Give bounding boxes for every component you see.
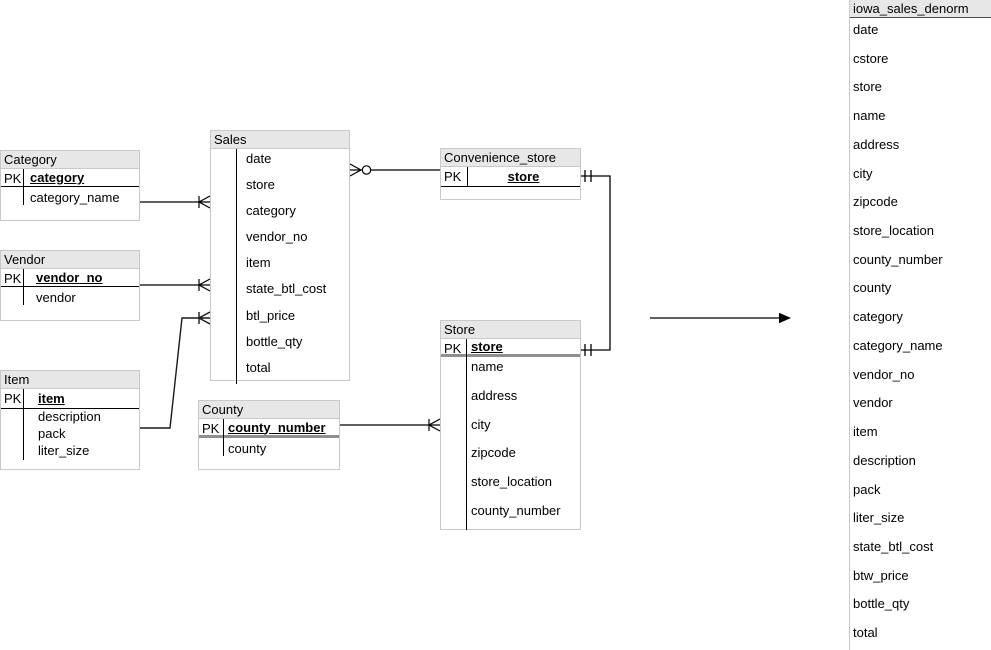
item-field-description: description	[38, 409, 101, 424]
category-field-category-name: category_name	[30, 190, 120, 205]
table-store-title: Store	[441, 321, 580, 339]
pk-label: PK	[444, 169, 462, 184]
sales-field-category: category	[246, 203, 296, 219]
sales-field-vendor-no: vendor_no	[246, 229, 308, 245]
sales-field-date: date	[246, 151, 272, 166]
pk-column-divider	[467, 167, 468, 187]
pk-row: item	[1, 389, 139, 409]
pk-row: vendor_no	[1, 269, 139, 287]
pk-row: store	[441, 167, 580, 187]
denorm-arrow	[650, 312, 791, 324]
sales-field-total: total	[246, 359, 271, 375]
rel-convenience-store-store	[581, 170, 611, 356]
rel-vendor-sales	[140, 278, 211, 292]
pk-column-divider	[223, 419, 224, 456]
table-county-title: County	[199, 401, 339, 419]
table-item[interactable]: Item PK item description pack liter_size	[0, 370, 140, 470]
table-convenience-store-title: Convenience_store	[441, 149, 580, 167]
denorm-field-description: description	[853, 452, 916, 468]
denorm-field-name: name	[853, 108, 886, 124]
table-item-title: Item	[1, 371, 139, 389]
item-field-liter-size: liter_size	[38, 443, 90, 458]
store-field-county-number: county_number	[471, 502, 561, 518]
pk-row: category	[1, 169, 139, 187]
denorm-field-store-location: store_location	[853, 223, 934, 239]
sales-field-store: store	[246, 177, 275, 193]
pk-row: county_number	[199, 419, 339, 438]
pk-column-divider	[236, 149, 237, 384]
denorm-field-vendor-no: vendor_no	[853, 366, 915, 382]
county-field-county: county	[228, 441, 267, 456]
rel-sales-convenience-store	[349, 163, 440, 177]
pk-label: PK	[444, 341, 462, 356]
denorm-field-city: city	[853, 165, 873, 181]
vendor-field-vendor: vendor	[36, 290, 76, 305]
convenience-store-pk-store: store	[507, 169, 540, 184]
denorm-field-bottle-qty: bottle_qty	[853, 596, 910, 612]
sales-field-item: item	[246, 255, 271, 271]
denorm-field-list[interactable]: iowa_sales_denorm date cstore store name…	[849, 0, 991, 650]
table-category-body: PK category category_name	[1, 169, 139, 205]
county-pk-county-number: county_number	[228, 419, 326, 435]
denorm-field-zipcode: zipcode	[853, 194, 898, 210]
sales-field-bottle-qty: bottle_qty	[246, 333, 303, 349]
denorm-title: iowa_sales_denorm	[850, 0, 991, 18]
pk-label: PK	[4, 171, 22, 186]
table-convenience-store-body: PK store	[441, 167, 580, 187]
denorm-field-store: store	[853, 79, 882, 95]
denorm-field-liter-size: liter_size	[853, 510, 905, 526]
table-vendor[interactable]: Vendor PK vendor_no vendor	[0, 250, 140, 321]
store-field-city: city	[471, 416, 491, 432]
rel-category-sales	[140, 195, 211, 209]
pk-label: PK	[202, 421, 220, 436]
denorm-field-pack: pack	[853, 481, 881, 497]
table-item-body: PK item description pack liter_size	[1, 389, 139, 460]
denorm-field-vendor: vendor	[853, 395, 893, 411]
table-sales[interactable]: Sales date store category vendor_no item…	[210, 130, 350, 384]
table-vendor-body: PK vendor_no vendor	[1, 269, 139, 305]
store-field-name: name	[471, 359, 504, 374]
store-field-address: address	[471, 387, 518, 403]
store-pk-store: store	[471, 339, 503, 354]
vendor-pk-vendor-no: vendor_no	[36, 270, 103, 285]
sales-field-state-btl-cost: state_btl_cost	[246, 281, 327, 297]
item-pk-item: item	[38, 391, 65, 406]
denorm-field-category-name: category_name	[853, 337, 943, 353]
item-field-pack: pack	[38, 426, 66, 441]
table-store-body: PK store name address city zipcode store…	[441, 339, 580, 530]
pk-label: PK	[4, 271, 22, 286]
sales-field-btl-price: btl_price	[246, 307, 296, 323]
denorm-field-county: county	[853, 280, 892, 296]
pk-column-divider	[23, 169, 24, 205]
table-category-title: Category	[1, 151, 139, 169]
table-category[interactable]: Category PK category category_name	[0, 150, 140, 221]
table-county-body: PK county_number county	[199, 419, 339, 456]
table-sales-body: date store category vendor_no item state…	[211, 149, 349, 384]
rel-county-store	[340, 418, 441, 432]
denorm-field-address: address	[853, 136, 900, 152]
denorm-field-category: category	[853, 309, 903, 325]
denorm-field-btw-price: btw_price	[853, 567, 909, 583]
table-sales-title: Sales	[211, 131, 349, 149]
pk-label: PK	[4, 391, 22, 406]
denorm-field-total: total	[853, 625, 878, 641]
pk-column-divider	[23, 389, 24, 460]
table-convenience-store[interactable]: Convenience_store PK store	[440, 148, 581, 200]
denorm-field-item: item	[853, 424, 878, 440]
pk-row: store	[441, 339, 580, 357]
denorm-field-county-number: county_number	[853, 251, 943, 267]
denorm-field-state-btl-cost: state_btl_cost	[853, 538, 934, 554]
denorm-field-date: date	[853, 22, 879, 37]
store-field-store-location: store_location	[471, 474, 552, 490]
store-field-zipcode: zipcode	[471, 445, 516, 461]
pk-column-divider	[23, 269, 24, 305]
table-store[interactable]: Store PK store name address city zipcode…	[440, 320, 581, 530]
table-vendor-title: Vendor	[1, 251, 139, 269]
denorm-field-cstore: cstore	[853, 50, 889, 66]
pk-column-divider	[466, 339, 467, 530]
table-county[interactable]: County PK county_number county	[198, 400, 340, 470]
category-pk-category: category	[30, 170, 85, 185]
